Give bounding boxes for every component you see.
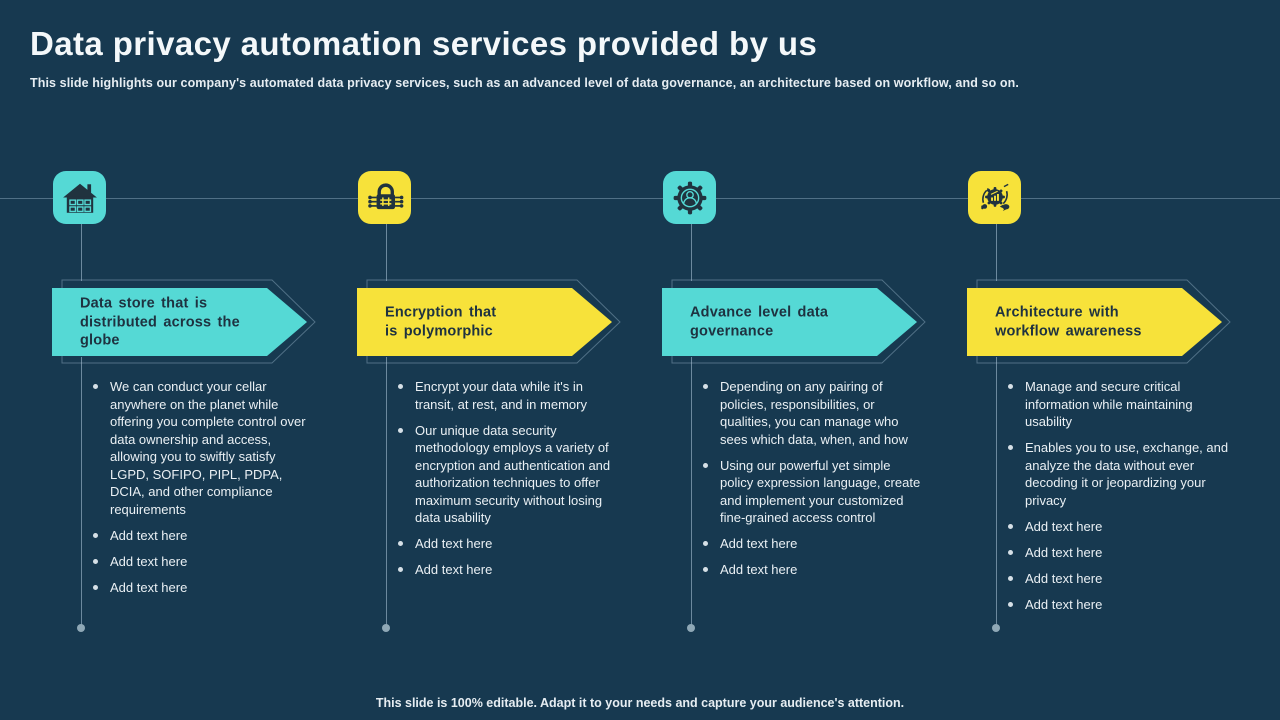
bullet-item: Add text here xyxy=(702,535,924,553)
service-arrow-banner: Architecture with workflow awareness xyxy=(967,279,1231,364)
bullet-item: Enables you to use, exchange, and analyz… xyxy=(1007,439,1229,509)
connector-line xyxy=(386,357,387,628)
service-column-encryption: Encryption that is polymorphic Encrypt y… xyxy=(357,0,627,720)
service-title: Advance level data governance xyxy=(690,304,829,340)
bullet-item: Manage and secure critical information w… xyxy=(1007,378,1229,431)
service-column-governance: Advance level data governance Depending … xyxy=(662,0,932,720)
bullet-item: Add text here xyxy=(92,579,314,597)
bullet-item: Encrypt your data while it's in transit,… xyxy=(397,378,619,413)
bullet-item: Add text here xyxy=(1007,518,1229,536)
bullet-item: Add text here xyxy=(397,561,619,579)
service-column-architecture: Architecture with workflow awareness Man… xyxy=(967,0,1237,720)
service-bullet-list: Manage and secure critical information w… xyxy=(1007,378,1229,622)
connector-end-dot xyxy=(992,624,1000,632)
service-title: Architecture with workflow awareness xyxy=(995,304,1142,340)
connector-end-dot xyxy=(382,624,390,632)
service-column-data-store: Data store that is distributed across th… xyxy=(52,0,322,720)
service-bullet-list: Depending on any pairing of policies, re… xyxy=(702,378,924,587)
service-title: Data store that is distributed across th… xyxy=(80,295,240,349)
service-arrow-banner: Encryption that is polymorphic xyxy=(357,279,621,364)
bullet-item: Depending on any pairing of policies, re… xyxy=(702,378,924,448)
data-store-building-icon xyxy=(53,171,106,224)
connector-line xyxy=(81,357,82,628)
bullet-item: Add text here xyxy=(1007,570,1229,588)
page-title: Data privacy automation services provide… xyxy=(30,25,818,62)
user-gear-icon xyxy=(663,171,716,224)
bullet-item: Add text here xyxy=(702,561,924,579)
bullet-item: Our unique data security methodology emp… xyxy=(397,422,619,527)
polymorphic-encryption-lock-icon xyxy=(358,171,411,224)
connector-line xyxy=(81,224,82,281)
service-arrow-banner: Advance level data governance xyxy=(662,279,926,364)
bullet-item: We can conduct your cellar anywhere on t… xyxy=(92,378,314,518)
slide-footer-note: This slide is 100% editable. Adapt it to… xyxy=(375,696,905,710)
connector-line xyxy=(691,224,692,281)
service-bullet-list: Encrypt your data while it's in transit,… xyxy=(397,378,619,587)
horizontal-divider-line xyxy=(0,198,1280,199)
bullet-item: Add text here xyxy=(1007,596,1229,614)
connector-line xyxy=(996,357,997,628)
bullet-item: Add text here xyxy=(1007,544,1229,562)
service-arrow-banner: Data store that is distributed across th… xyxy=(52,279,316,364)
bullet-item: Add text here xyxy=(92,527,314,545)
connector-end-dot xyxy=(77,624,85,632)
bullet-item: Add text here xyxy=(397,535,619,553)
connector-line xyxy=(996,224,997,281)
service-bullet-list: We can conduct your cellar anywhere on t… xyxy=(92,378,314,605)
service-title: Encryption that is polymorphic xyxy=(385,304,497,340)
connector-line xyxy=(691,357,692,628)
workflow-automation-icon xyxy=(968,171,1021,224)
slide-subtitle: This slide highlights our company's auto… xyxy=(30,76,1019,90)
connector-end-dot xyxy=(687,624,695,632)
bullet-item: Add text here xyxy=(92,553,314,571)
bullet-item: Using our powerful yet simple policy exp… xyxy=(702,457,924,527)
connector-line xyxy=(386,224,387,281)
